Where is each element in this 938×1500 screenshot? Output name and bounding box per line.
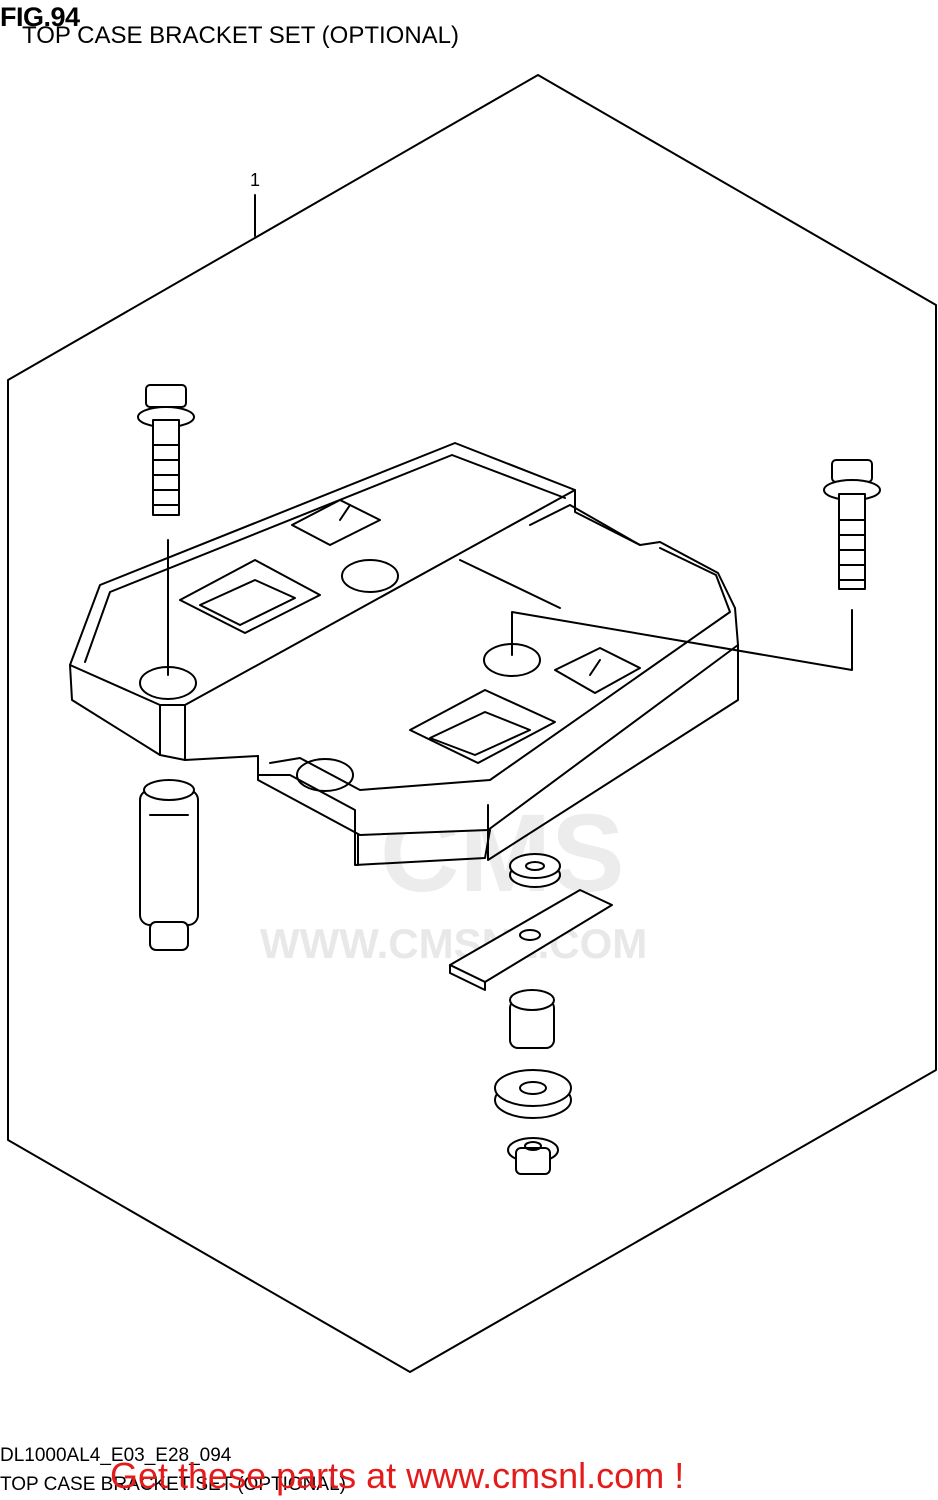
footer-title: TOP CASE BRACKET SET (OPTIONAL): [0, 1474, 346, 1495]
figure-number: FIG.94: [0, 2, 80, 32]
callout-label-1: 1: [250, 170, 261, 190]
kit-frame: [7, 74, 937, 1373]
promo-link[interactable]: Get these parts at www.cmsnl.com !: [110, 1455, 685, 1496]
watermark-url: WWW.CMSNL.COM: [260, 920, 648, 967]
bolt-right: [823, 459, 881, 590]
bracket-plate: [69, 442, 739, 866]
figure-title: TOP CASE BRACKET SET (OPTIONAL): [22, 22, 460, 49]
flange-nut: [507, 1137, 559, 1175]
rubber-washer: [494, 1069, 572, 1119]
bolt-left: [137, 384, 195, 516]
washer-small: [509, 853, 561, 888]
diagram-code: DL1000AL4_E03_E28_094: [0, 1445, 232, 1466]
nut-plate: [449, 889, 613, 991]
spacer-collar: [139, 779, 199, 951]
collar: [509, 989, 555, 1049]
